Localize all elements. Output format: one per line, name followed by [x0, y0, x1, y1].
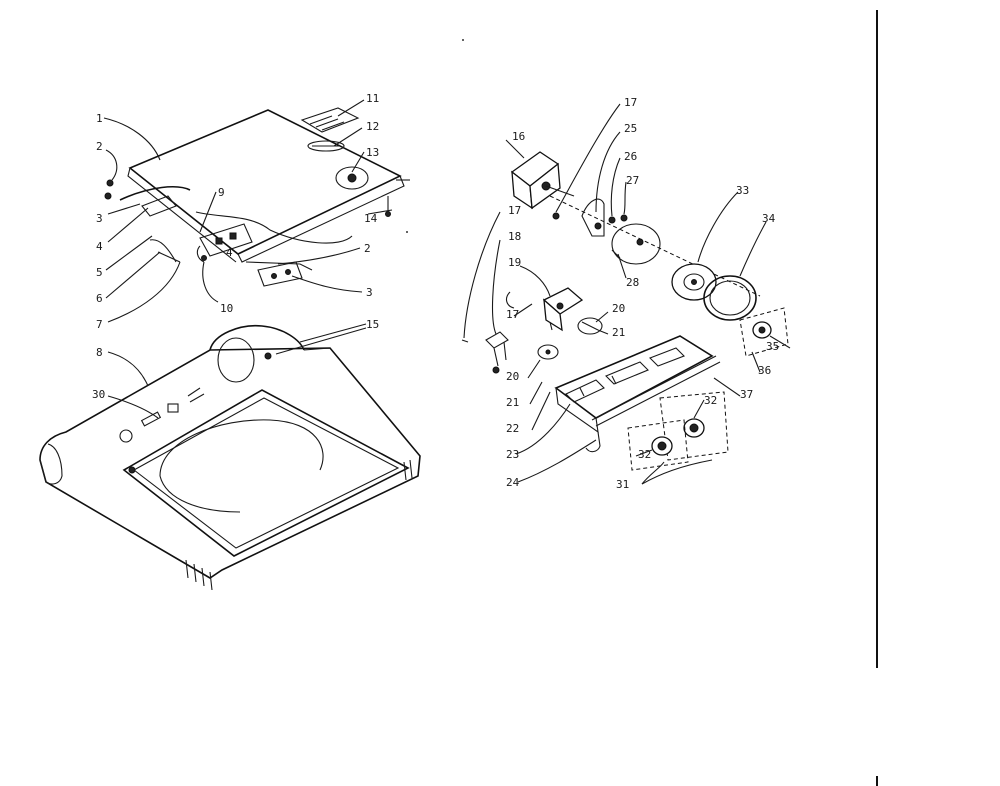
callout-30: 30	[92, 388, 105, 401]
hinge-right-part	[257, 261, 303, 287]
pressure-switch-part	[461, 331, 509, 374]
callout-20-lower: 20	[506, 370, 519, 383]
callout-2: 2	[96, 140, 103, 153]
indicator-part	[739, 307, 789, 357]
knob-disc-part	[671, 263, 717, 301]
callout-34: 34	[762, 212, 776, 225]
control-panel-part	[554, 335, 714, 453]
callout-14: 14	[364, 212, 378, 225]
callout-15: 15	[366, 318, 379, 331]
callout-13: 13	[366, 146, 379, 159]
callout-35: 35	[766, 340, 779, 353]
callout-37: 37	[740, 388, 753, 401]
timer-part	[510, 151, 575, 210]
callout-1: 1	[96, 112, 103, 125]
callout-3: 3	[96, 212, 103, 225]
callout-25: 25	[624, 122, 637, 135]
callout-4: 4	[96, 240, 103, 253]
callout-8: 8	[96, 346, 103, 359]
callout-16: 16	[512, 130, 525, 143]
callout-labels: 1 2 3 4 5 6 7 9 10 11 12 13 14 2 3 4 15 …	[92, 92, 779, 491]
callout-36: 36	[758, 364, 771, 377]
dial-disc-part	[611, 223, 661, 265]
callout-20-upper: 20	[612, 302, 625, 315]
callout-5: 5	[96, 266, 103, 279]
bezel-ring-part	[703, 275, 757, 321]
callout-24: 24	[506, 476, 520, 489]
callout-22: 22	[506, 422, 519, 435]
top-lid-assembly	[103, 99, 410, 323]
callout-7: 7	[96, 318, 103, 331]
lid-switch-part	[196, 223, 253, 263]
callout-28: 28	[626, 276, 639, 289]
control-assembly	[461, 103, 791, 485]
top-cover-assembly	[39, 323, 421, 591]
selector-switch-part	[505, 287, 584, 332]
callout-11: 11	[366, 92, 379, 105]
knob-part	[335, 166, 369, 190]
callout-6: 6	[96, 292, 103, 305]
callout-10: 10	[220, 302, 233, 315]
callout-21-lower: 21	[506, 396, 519, 409]
knob-32-parts	[627, 391, 729, 471]
callout-32-right: 32	[704, 394, 717, 407]
callout-17-top: 17	[624, 96, 637, 109]
callout-17-mid: 17	[508, 204, 521, 217]
callout-31: 31	[616, 478, 629, 491]
callout-12: 12	[366, 120, 379, 133]
callout-9: 9	[218, 186, 225, 199]
callout-33: 33	[736, 184, 749, 197]
callout-2-right: 2	[364, 242, 371, 255]
callout-26: 26	[624, 150, 637, 163]
bracket-part	[552, 198, 628, 237]
callout-17-low: 17	[506, 308, 519, 321]
callout-3-right: 3	[366, 286, 373, 299]
hinge-bracket-part	[104, 179, 191, 263]
callout-18: 18	[508, 230, 521, 243]
callout-19: 19	[508, 256, 521, 269]
callout-4-right: 4	[226, 246, 233, 259]
lid-vent-part	[300, 107, 360, 152]
callout-23: 23	[506, 448, 519, 461]
callout-32-left: 32	[638, 448, 651, 461]
callout-21-upper: 21	[612, 326, 625, 339]
callout-27: 27	[626, 174, 639, 187]
